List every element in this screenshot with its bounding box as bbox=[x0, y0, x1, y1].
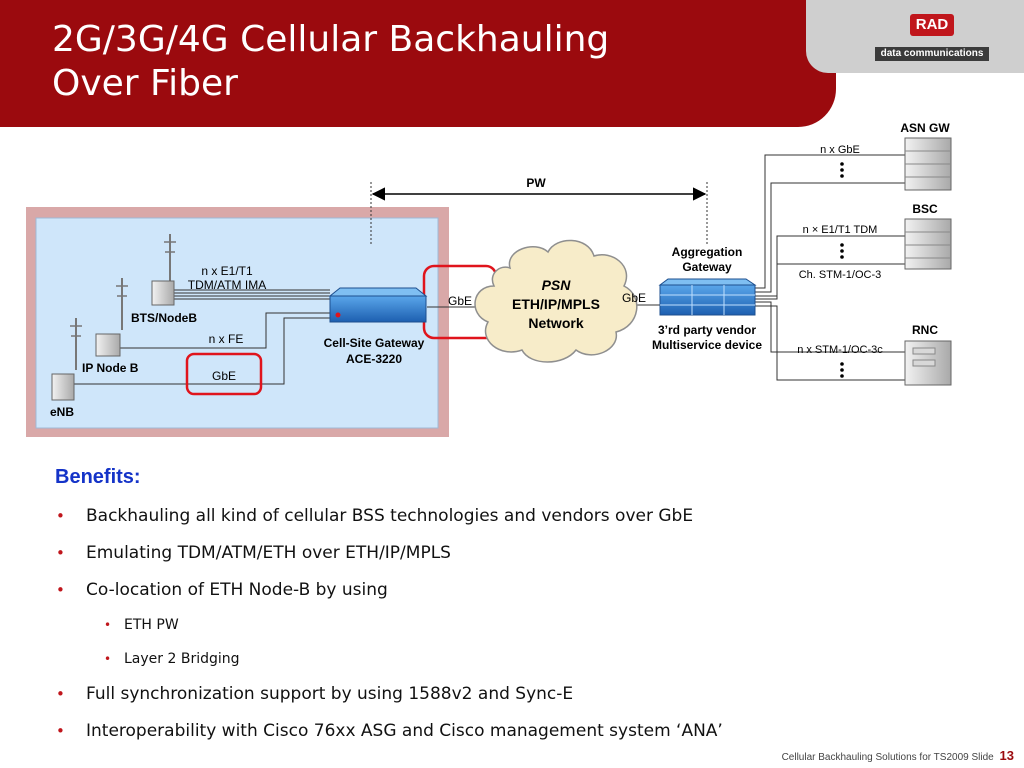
agg-vendor-line2: Multiservice device bbox=[652, 338, 762, 352]
agg-vendor-line1: 3’rd party vendor bbox=[658, 323, 756, 337]
bullet-icon: • bbox=[56, 581, 65, 599]
benefit-subtext: Layer 2 Bridging bbox=[124, 651, 240, 667]
psn-line3: Network bbox=[528, 315, 583, 331]
tower-bts bbox=[151, 234, 176, 306]
tower-ipnodeb bbox=[95, 278, 128, 357]
ellipsis-dots bbox=[840, 162, 844, 378]
benefit-text: Emulating TDM/ATM/ETH over ETH/IP/MPLS bbox=[86, 543, 451, 563]
rnc-link-label: n x STM-1/OC-3c bbox=[797, 344, 883, 356]
label-bts-nodeb: BTS/NodeB bbox=[131, 311, 197, 325]
csg-label-line2: ACE-3220 bbox=[346, 352, 402, 366]
benefit-item: • Emulating TDM/ATM/ETH over ETH/IP/MPLS bbox=[56, 541, 451, 565]
bsc-title: BSC bbox=[912, 202, 938, 216]
asn-link-label: n x GbE bbox=[820, 144, 860, 156]
label-n-fe: n x FE bbox=[209, 332, 244, 346]
slide-title: 2G/3G/4G Cellular Backhauling Over Fiber bbox=[52, 18, 609, 106]
benefit-item: • Co-location of ETH Node-B by using bbox=[56, 578, 388, 602]
label-e1t1-line1: n x E1/T1 bbox=[201, 264, 253, 278]
benefit-text: Co-location of ETH Node-B by using bbox=[86, 580, 388, 600]
gbe-enb-highlight bbox=[185, 352, 263, 396]
bullet-icon: • bbox=[104, 618, 112, 632]
benefit-item: • Full synchronization support by using 1… bbox=[56, 682, 573, 706]
rnc-server bbox=[904, 340, 952, 386]
bullet-icon: • bbox=[56, 722, 65, 740]
header-band bbox=[0, 0, 836, 127]
aggregation-gateway-device bbox=[658, 278, 757, 316]
benefit-subitem: • ETH PW bbox=[104, 615, 179, 635]
pw-label: PW bbox=[526, 176, 546, 190]
agg-title-line1: Aggregation bbox=[672, 245, 743, 259]
access-links bbox=[62, 289, 660, 385]
benefit-text: Interoperability with Cisco 76xx ASG and… bbox=[86, 721, 723, 741]
benefit-subtext: ETH PW bbox=[124, 617, 179, 633]
network-diagram: PW BTS/NodeB IP Node bbox=[26, 121, 952, 437]
bsc-link-label-2: Ch. STM-1/OC-3 bbox=[799, 269, 882, 281]
bullet-icon: • bbox=[56, 685, 65, 703]
rad-logo: RAD bbox=[910, 14, 954, 36]
bsc-server bbox=[904, 218, 952, 270]
label-ip-node-b: IP Node B bbox=[82, 361, 139, 375]
asn-gw-server bbox=[904, 137, 952, 191]
rnc-title: RNC bbox=[912, 323, 938, 337]
benefit-item: • Interoperability with Cisco 76xx ASG an… bbox=[56, 719, 723, 743]
benefit-text: Full synchronization support by using 15… bbox=[86, 684, 574, 704]
csg-label-line1: Cell-Site Gateway bbox=[324, 336, 425, 350]
footer-slide-label: Slide bbox=[971, 752, 994, 763]
bullet-icon: • bbox=[56, 544, 65, 562]
psn-line2: ETH/IP/MPLS bbox=[512, 296, 600, 312]
title-line-1: 2G/3G/4G Cellular Backhauling bbox=[52, 19, 610, 60]
benefit-text: Backhauling all kind of cellular BSS tec… bbox=[86, 506, 694, 526]
label-gbe-left: GbE bbox=[448, 294, 472, 308]
benefit-item: • Backhauling all kind of cellular BSS te… bbox=[56, 504, 693, 528]
benefit-subitem: • Layer 2 Bridging bbox=[104, 649, 240, 669]
core-links bbox=[755, 154, 905, 381]
label-gbe-enb: GbE bbox=[212, 369, 236, 383]
footer: Cellular Backhauling Solutions for TS200… bbox=[782, 748, 1014, 763]
psn-title: PSN bbox=[542, 277, 572, 293]
slide-number: 13 bbox=[999, 748, 1014, 763]
psn-cloud bbox=[474, 239, 638, 363]
access-panel bbox=[35, 217, 439, 429]
label-gbe-right: GbE bbox=[622, 291, 646, 305]
agg-title-line2: Gateway bbox=[682, 260, 732, 274]
tower-enb bbox=[51, 318, 82, 401]
logo-subtitle: data communications bbox=[875, 47, 989, 61]
footer-text: Cellular Backhauling Solutions for TS200… bbox=[781, 752, 969, 763]
label-e1t1-line2: TDM/ATM IMA bbox=[188, 278, 266, 292]
label-enb: eNB bbox=[50, 405, 74, 419]
cell-site-gateway-device bbox=[328, 287, 428, 323]
benefits-heading: Benefits: bbox=[55, 466, 141, 488]
asn-gw-title: ASN GW bbox=[900, 121, 950, 135]
bsc-link-label-1: n × E1/T1 TDM bbox=[803, 224, 878, 236]
bullet-icon: • bbox=[104, 652, 112, 666]
title-line-2: Over Fiber bbox=[52, 63, 238, 104]
bullet-icon: • bbox=[56, 507, 65, 525]
